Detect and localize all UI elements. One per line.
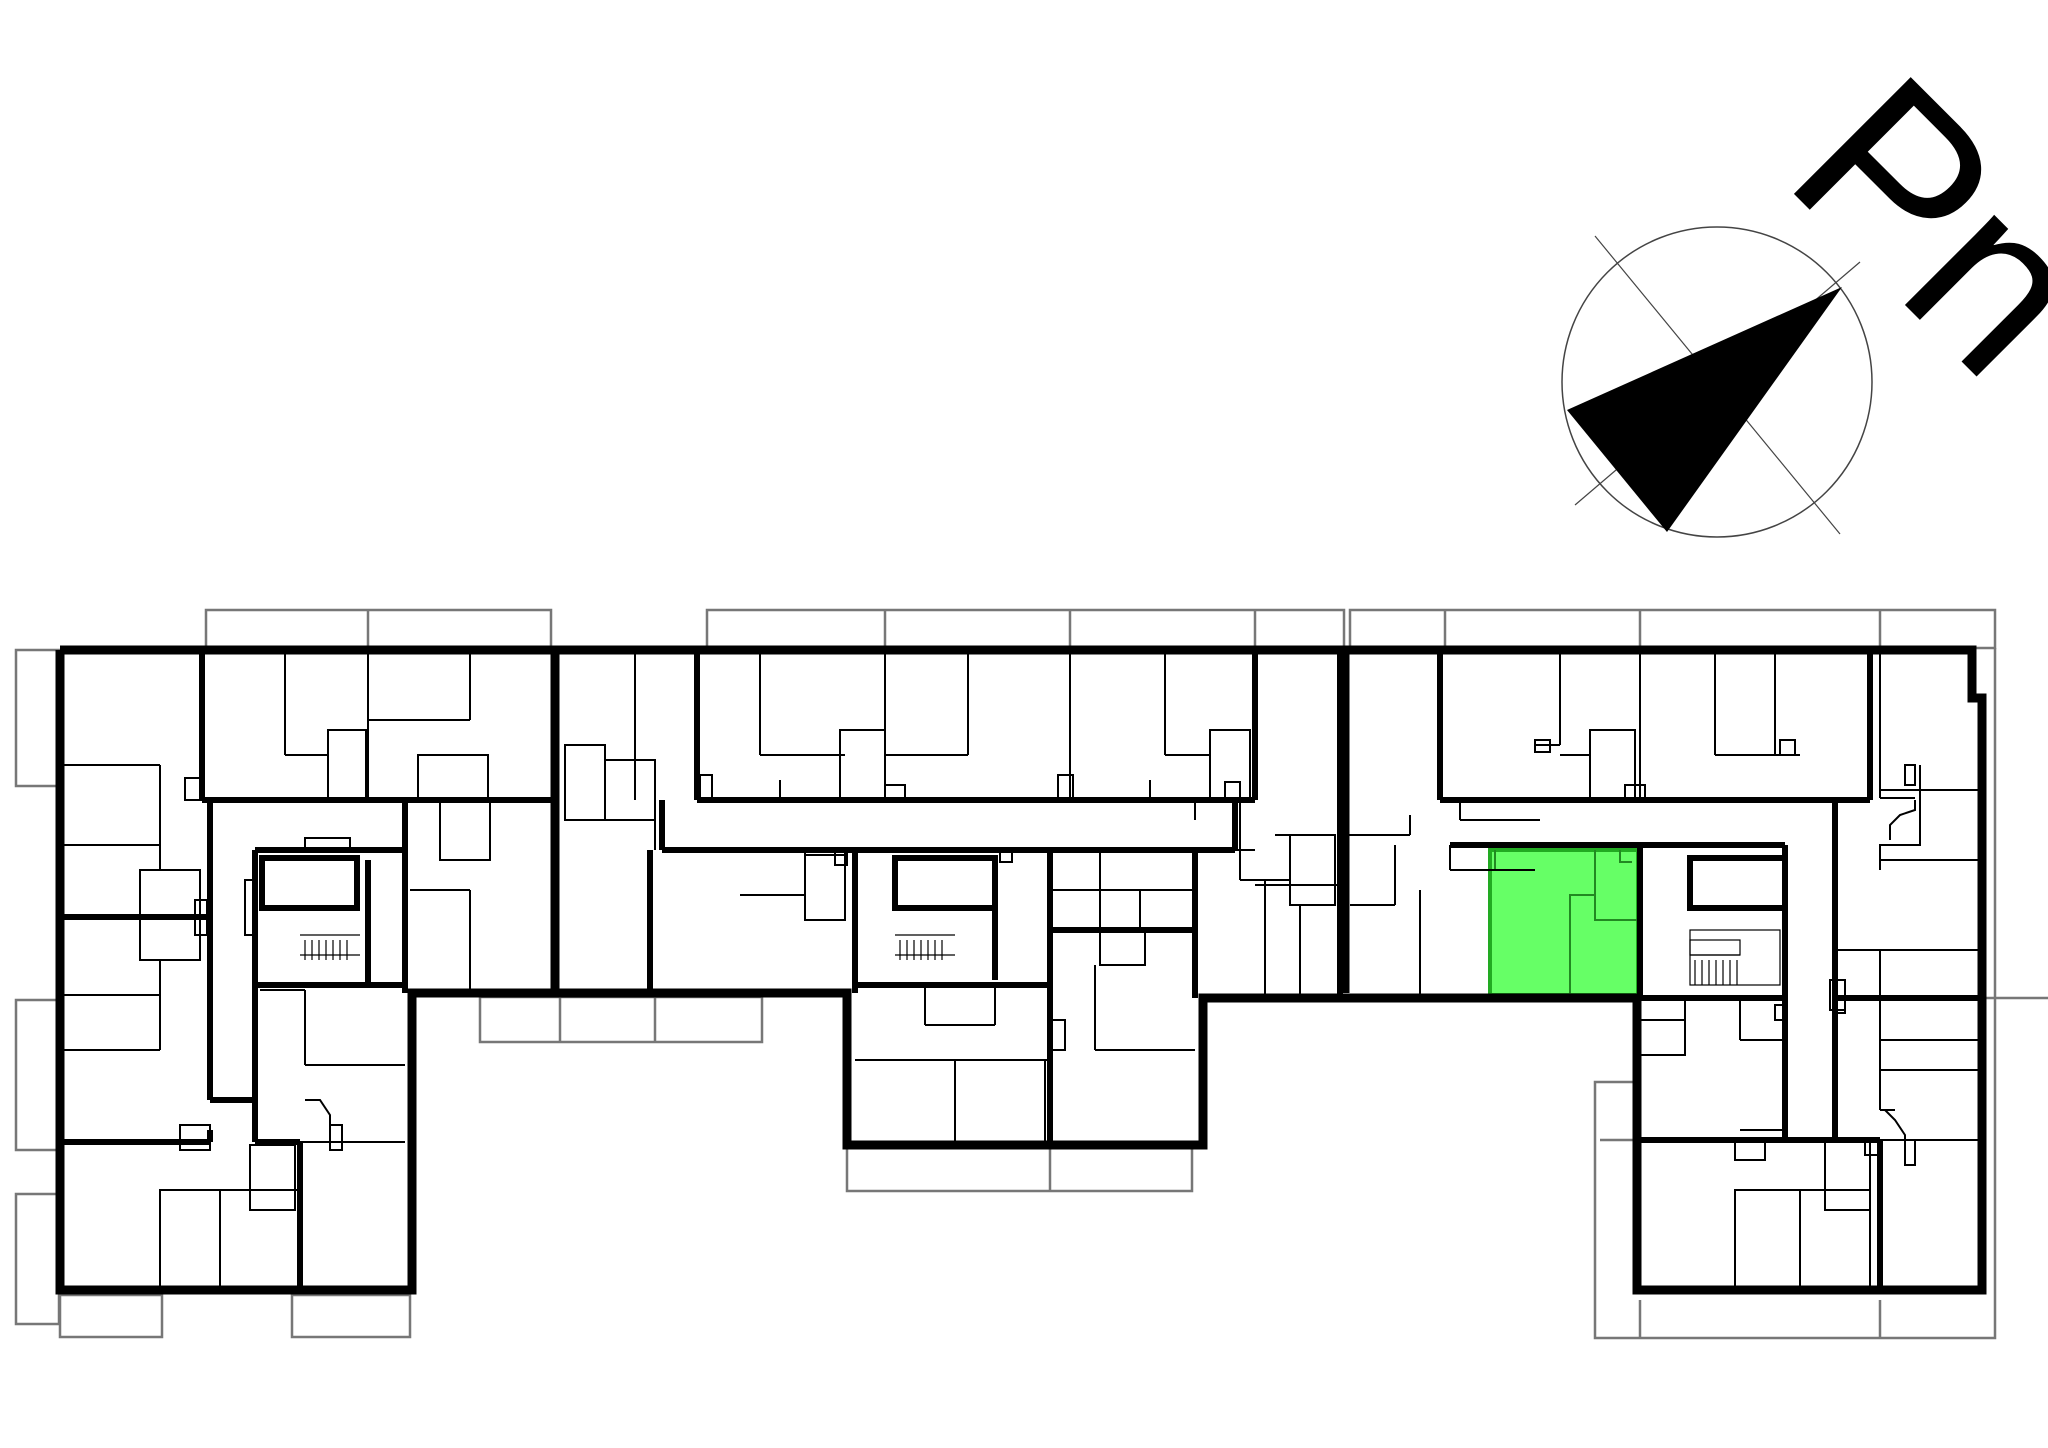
compass-circle — [1561, 226, 1873, 538]
compass-label: Pn — [1744, 27, 2048, 424]
room-details — [60, 650, 1982, 1291]
highlighted-unit[interactable] — [1488, 848, 1640, 997]
balconies — [14, 608, 2048, 1340]
highlighted-unit-fill[interactable] — [1488, 848, 1640, 997]
outer-walls — [55, 645, 1987, 1295]
stairs-left — [300, 934, 360, 960]
stairs-center — [895, 934, 955, 960]
stairs-right — [1689, 929, 1781, 986]
inner-walls — [60, 650, 1982, 1290]
compass: Pn — [1561, 27, 2048, 538]
north-arrow-icon — [1567, 287, 1842, 532]
